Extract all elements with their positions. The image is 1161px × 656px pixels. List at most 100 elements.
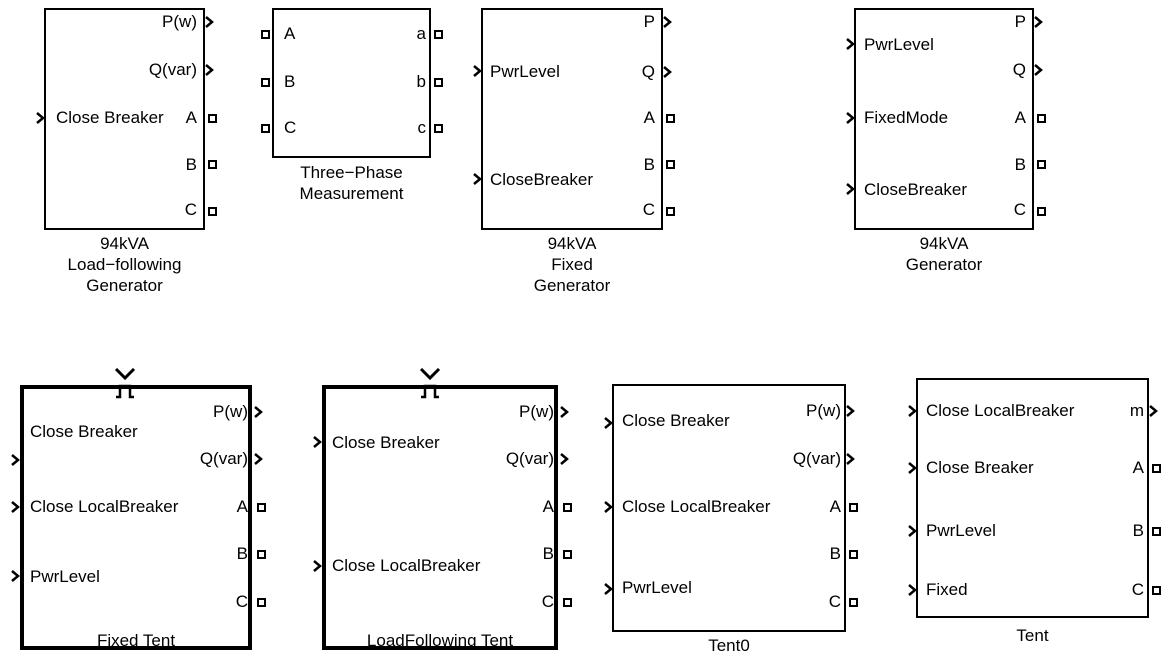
output-port-label: C bbox=[1013, 200, 1026, 219]
input-arrow-icon[interactable] bbox=[312, 436, 322, 448]
output-port-label: Q(var) bbox=[148, 60, 197, 79]
block-caption: Tent0 bbox=[708, 636, 750, 655]
output-port-label: B bbox=[643, 155, 655, 174]
pulse-trigger-icon bbox=[114, 368, 136, 399]
output-port-label: B bbox=[185, 155, 197, 174]
input-arrow-icon[interactable] bbox=[907, 462, 917, 474]
output-arrow-icon[interactable] bbox=[845, 405, 855, 417]
output-arrow-icon[interactable] bbox=[253, 406, 263, 418]
conn-port-icon[interactable] bbox=[208, 207, 217, 216]
input-port-label: C bbox=[284, 118, 297, 137]
output-arrow-icon[interactable] bbox=[662, 66, 672, 78]
conn-port-icon[interactable] bbox=[257, 550, 266, 559]
caption-line: Generator bbox=[533, 276, 611, 295]
conn-port-icon[interactable] bbox=[1037, 160, 1046, 169]
input-port-label: Close LocalBreaker bbox=[926, 401, 1075, 420]
input-port-label: Close LocalBreaker bbox=[30, 497, 179, 516]
input-arrow-icon[interactable] bbox=[35, 112, 45, 124]
conn-port-icon[interactable] bbox=[563, 550, 572, 559]
output-port-label: P bbox=[643, 12, 655, 31]
output-arrow-icon[interactable] bbox=[845, 453, 855, 465]
output-arrow-icon[interactable] bbox=[253, 453, 263, 465]
conn-port-icon[interactable] bbox=[434, 124, 443, 133]
input-port-label: Close Breaker bbox=[926, 458, 1034, 477]
conn-port-icon[interactable] bbox=[666, 160, 675, 169]
input-port-label: CloseBreaker bbox=[864, 180, 967, 199]
block-caption: 94kVA Generator bbox=[854, 233, 1034, 275]
output-arrow-icon[interactable] bbox=[559, 453, 569, 465]
input-port-label: PwrLevel bbox=[622, 578, 692, 597]
output-port-label: A bbox=[829, 497, 841, 516]
input-arrow-icon[interactable] bbox=[845, 112, 855, 124]
conn-port-icon[interactable] bbox=[849, 598, 858, 607]
output-port-label: A bbox=[1132, 458, 1144, 477]
conn-port-icon[interactable] bbox=[1152, 586, 1161, 595]
input-port-label: Close LocalBreaker bbox=[622, 497, 771, 516]
output-arrow-icon[interactable] bbox=[1148, 405, 1158, 417]
input-arrow-icon[interactable] bbox=[907, 584, 917, 596]
three-phase-measurement-block[interactable] bbox=[272, 8, 431, 158]
input-arrow-icon[interactable] bbox=[312, 560, 322, 572]
output-port-label: P(w) bbox=[806, 401, 841, 420]
output-arrow-icon[interactable] bbox=[204, 16, 214, 28]
output-port-label: b bbox=[416, 72, 426, 91]
output-port-label: C bbox=[1131, 580, 1144, 599]
input-arrow-icon[interactable] bbox=[603, 583, 613, 595]
output-arrow-icon[interactable] bbox=[1033, 64, 1043, 76]
output-arrow-icon[interactable] bbox=[1033, 16, 1043, 28]
input-arrow-icon[interactable] bbox=[10, 570, 20, 582]
conn-port-icon[interactable] bbox=[563, 503, 572, 512]
conn-port-icon[interactable] bbox=[1152, 527, 1161, 536]
input-arrow-icon[interactable] bbox=[907, 525, 917, 537]
conn-port-icon[interactable] bbox=[434, 30, 443, 39]
block-caption: 94kVA Load−following Generator bbox=[44, 233, 205, 296]
caption-line: 94kVA bbox=[919, 234, 969, 253]
tent-block[interactable] bbox=[916, 378, 1149, 618]
conn-port-icon[interactable] bbox=[849, 503, 858, 512]
conn-port-icon[interactable] bbox=[261, 78, 270, 87]
conn-port-icon[interactable] bbox=[208, 114, 217, 123]
conn-port-icon[interactable] bbox=[208, 160, 217, 169]
conn-port-icon[interactable] bbox=[261, 30, 270, 39]
pulse-trigger-icon bbox=[419, 368, 441, 399]
input-port-label: PwrLevel bbox=[864, 35, 934, 54]
caption-line: Three−Phase bbox=[300, 163, 403, 182]
loadfollowing-tent-block[interactable] bbox=[322, 385, 558, 650]
conn-port-icon[interactable] bbox=[666, 207, 675, 216]
input-arrow-icon[interactable] bbox=[845, 183, 855, 195]
conn-port-icon[interactable] bbox=[1152, 464, 1161, 473]
output-port-label: C bbox=[184, 200, 197, 219]
input-arrow-icon[interactable] bbox=[603, 501, 613, 513]
conn-port-icon[interactable] bbox=[257, 503, 266, 512]
fixed-tent-block[interactable] bbox=[20, 385, 252, 650]
conn-port-icon[interactable] bbox=[563, 598, 572, 607]
output-port-label: P bbox=[1014, 12, 1026, 31]
input-arrow-icon[interactable] bbox=[907, 405, 917, 417]
input-port-label: Close Breaker bbox=[332, 433, 440, 452]
caption-line: 94kVA bbox=[547, 234, 597, 253]
conn-port-icon[interactable] bbox=[666, 114, 675, 123]
input-arrow-icon[interactable] bbox=[603, 417, 613, 429]
input-arrow-icon[interactable] bbox=[10, 454, 20, 466]
generator-block[interactable] bbox=[854, 8, 1034, 230]
input-arrow-icon[interactable] bbox=[472, 173, 482, 185]
output-arrow-icon[interactable] bbox=[204, 64, 214, 76]
conn-port-icon[interactable] bbox=[257, 598, 266, 607]
output-port-label: c bbox=[417, 118, 427, 137]
tent0-block[interactable] bbox=[612, 384, 846, 632]
conn-port-icon[interactable] bbox=[434, 78, 443, 87]
conn-port-icon[interactable] bbox=[261, 124, 270, 133]
input-arrow-icon[interactable] bbox=[10, 501, 20, 513]
conn-port-icon[interactable] bbox=[1037, 114, 1046, 123]
load-following-generator-block[interactable] bbox=[44, 8, 205, 230]
output-arrow-icon[interactable] bbox=[559, 406, 569, 418]
conn-port-icon[interactable] bbox=[1037, 207, 1046, 216]
fixed-generator-block[interactable] bbox=[481, 8, 663, 230]
conn-port-icon[interactable] bbox=[849, 550, 858, 559]
output-arrow-icon[interactable] bbox=[662, 16, 672, 28]
input-arrow-icon[interactable] bbox=[845, 38, 855, 50]
output-port-label: B bbox=[236, 544, 248, 563]
output-port-label: B bbox=[829, 544, 841, 563]
block-caption: 94kVA Fixed Generator bbox=[481, 233, 663, 296]
input-arrow-icon[interactable] bbox=[472, 65, 482, 77]
